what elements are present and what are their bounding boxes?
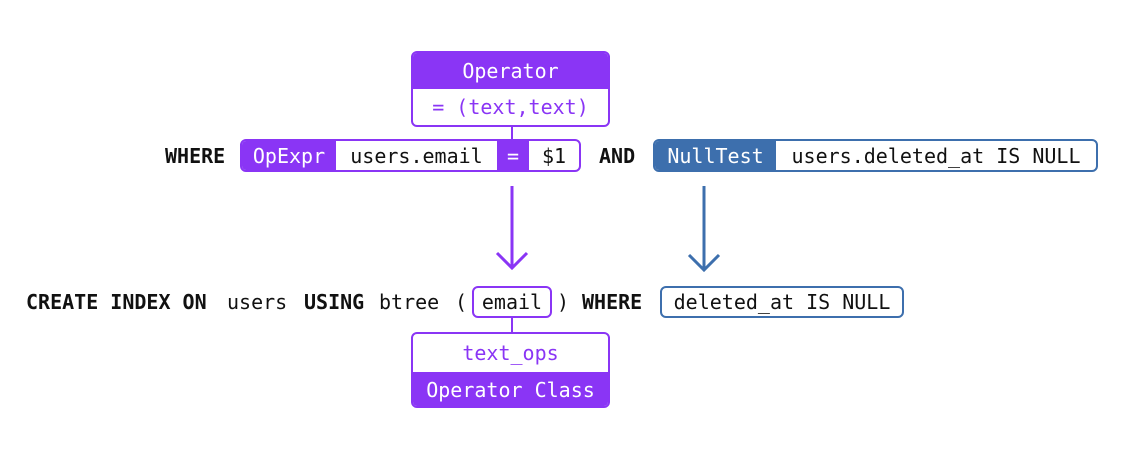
operator-box: Operator = (text,text): [411, 51, 610, 127]
operator-box-title: Operator: [413, 53, 608, 89]
predicate-node: deleted_at IS NULL: [660, 286, 904, 318]
index-column-node: email: [472, 286, 552, 318]
opexpr-node: OpExpr users.email = $1: [240, 139, 581, 172]
and-keyword: AND: [599, 144, 636, 168]
opexpr-left-operand: users.email: [350, 143, 483, 168]
table-name: users: [227, 290, 288, 314]
nulltest-node: NullTest users.deleted_at IS NULL: [653, 139, 1098, 172]
operator-box-value: = (text,text): [432, 95, 589, 119]
index-method: btree: [379, 290, 440, 314]
index-column: email: [481, 290, 543, 314]
opexpr-right-operand: $1: [541, 143, 567, 168]
blue-down-arrow-icon: [687, 186, 721, 273]
index-where-keyword: WHERE: [582, 290, 643, 314]
create-index-keyword: CREATE INDEX ON: [26, 290, 207, 314]
operator-class-title: Operator Class: [413, 372, 608, 406]
close-paren: ): [557, 290, 570, 314]
opexpr-tag: OpExpr: [242, 141, 336, 170]
operator-class-box: text_ops Operator Class: [411, 332, 610, 408]
opexpr-operator: =: [497, 141, 529, 170]
using-keyword: USING: [304, 290, 365, 314]
operator-class-value: text_ops: [462, 341, 559, 365]
open-paren: (: [455, 290, 468, 314]
purple-down-arrow-icon: [495, 186, 529, 271]
index-predicate: deleted_at IS NULL: [673, 290, 891, 314]
nulltest-tag: NullTest: [655, 141, 776, 170]
where-keyword: WHERE: [165, 144, 226, 168]
nulltest-expression: users.deleted_at IS NULL: [791, 143, 1081, 168]
